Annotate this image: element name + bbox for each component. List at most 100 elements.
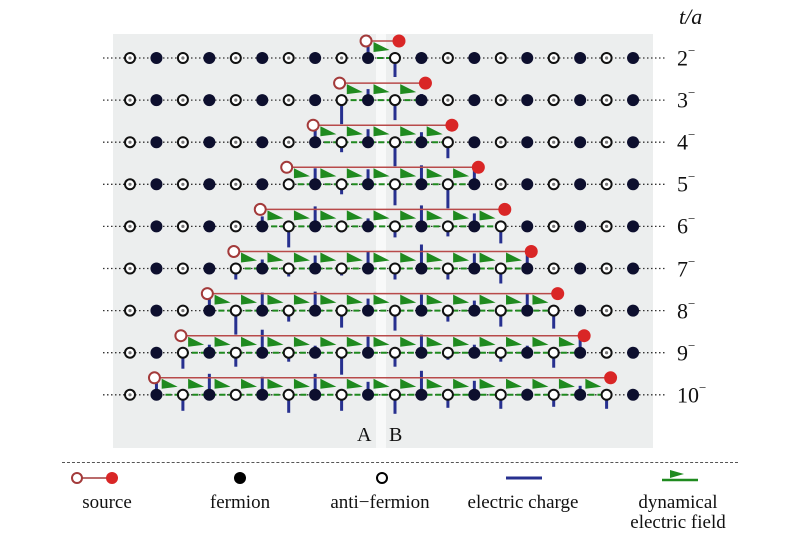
fermion (627, 94, 640, 107)
field-arrow (453, 378, 470, 389)
fermion (256, 220, 269, 233)
fermion (309, 178, 322, 191)
fermion (362, 94, 375, 107)
field-arrow (453, 210, 470, 221)
source-start (174, 329, 188, 343)
anti-fermion (229, 346, 242, 359)
fermion (362, 304, 375, 317)
anti-fermion (335, 262, 348, 275)
fermion (150, 388, 163, 401)
field-arrow (400, 252, 417, 263)
lattice-row-t10 (103, 370, 665, 414)
fermion (362, 220, 375, 233)
field-arrow (346, 84, 363, 95)
source-end (524, 245, 538, 258)
field-arrow (479, 210, 496, 221)
field-arrow (241, 378, 258, 389)
anti-fermion (282, 178, 295, 191)
field-arrow (293, 210, 310, 221)
fermion (627, 388, 640, 401)
fermion (362, 52, 375, 64)
field-arrow (188, 378, 205, 389)
field-arrow (558, 336, 575, 347)
fermion (309, 220, 322, 233)
fermion (309, 136, 322, 149)
field-arrow (479, 336, 496, 347)
anti-fermion (335, 136, 348, 149)
field-arrow (373, 378, 390, 389)
field-arrow (400, 210, 417, 221)
anti-fermion (494, 346, 507, 359)
field-arrow (241, 336, 258, 347)
fermion (256, 304, 269, 317)
fermion (309, 94, 322, 107)
boundary-label-b: B (389, 424, 403, 446)
fermion (203, 178, 216, 191)
fermion (468, 52, 481, 64)
anti-fermion (441, 178, 454, 191)
fermion (627, 220, 640, 233)
field-arrow (161, 378, 178, 389)
fermion (362, 178, 375, 191)
source-end (604, 371, 618, 385)
fermion (415, 220, 428, 233)
fermion (521, 52, 534, 64)
field-arrow (267, 210, 284, 221)
anti-fermion (441, 136, 454, 149)
anti-fermion (600, 388, 613, 401)
field-arrow (453, 294, 470, 305)
fermion (203, 220, 216, 233)
field-arrow (320, 210, 337, 221)
source-start (200, 287, 214, 301)
field-arrow (506, 294, 523, 305)
field-arrow (373, 168, 390, 179)
legend-fermion-label: fermion (209, 492, 271, 513)
field-arrow (400, 294, 417, 305)
fermion (309, 52, 322, 64)
anti-fermion (282, 346, 295, 359)
field-arrow (373, 336, 390, 347)
field-arrow (426, 126, 443, 137)
legend-source-label: source (82, 492, 132, 513)
lattice-row-t6 (103, 202, 665, 248)
field-arrow (346, 336, 363, 347)
legend-field-label-1: dynamical (638, 492, 718, 513)
fermion (256, 178, 269, 191)
fermion (521, 262, 534, 275)
field-arrow (320, 378, 337, 389)
time-label-7: 7− (677, 253, 696, 281)
fermion (415, 304, 428, 317)
source-start (253, 202, 267, 216)
fermion (468, 346, 481, 359)
field-arrow (426, 294, 443, 305)
anti-fermion (547, 304, 560, 317)
anti-fermion (441, 388, 454, 401)
fermion (415, 262, 428, 275)
fermion (468, 94, 481, 107)
fermion (574, 52, 587, 64)
source-end (392, 34, 406, 48)
source-icon (71, 472, 118, 484)
anti-fermion (389, 304, 401, 317)
fermion (150, 52, 163, 64)
field-arrow (532, 378, 549, 389)
anti-fermion (335, 220, 348, 233)
lattice-row-t8 (103, 287, 665, 335)
legend-anti-fermion: anti−fermion (320, 470, 440, 513)
source-start (227, 245, 241, 258)
field-arrow (241, 294, 258, 305)
source-end (418, 76, 432, 90)
fermion (627, 304, 640, 317)
fermion (150, 136, 163, 149)
source-start (280, 160, 294, 174)
fermion (521, 220, 534, 233)
anti-fermion (494, 220, 507, 233)
fermion (521, 388, 534, 401)
field-arrow (506, 252, 523, 263)
fermion (415, 388, 428, 401)
field-arrow (558, 378, 575, 389)
fermion (150, 262, 163, 275)
anti-fermion (389, 136, 401, 149)
fermion (309, 262, 322, 275)
anti-fermion (494, 304, 507, 317)
